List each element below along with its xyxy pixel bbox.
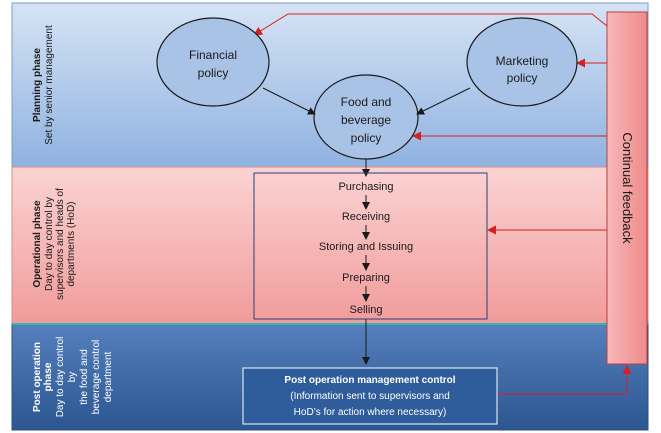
step-purchasing: Purchasing — [338, 181, 393, 193]
continual-feedback-label: Continual feedback — [620, 132, 635, 244]
operational-phase-title: Operational phase — [32, 200, 43, 288]
step-selling: Selling — [349, 304, 382, 316]
financial-policy-line2: policy — [198, 66, 229, 80]
financial-policy-line1: Financial — [189, 48, 237, 62]
marketing-policy-line2: policy — [507, 71, 538, 85]
feedback-arrow-financial — [253, 13, 608, 36]
post-box-line2: HoD’s for action where necessary) — [294, 407, 447, 418]
operational-phase-line1: Day to day control by — [44, 197, 55, 291]
post-box-line1: (Information sent to supervisors and — [290, 391, 450, 402]
step-storing-issuing: Storing and Issuing — [319, 241, 413, 253]
post-phase-line4: beverage control — [91, 340, 102, 415]
arrow-marketing-to-fnb — [416, 87, 471, 115]
post-phase-title2: phase — [43, 362, 54, 391]
fnb-policy-line2: beverage — [341, 113, 391, 127]
post-phase-line3: the food and — [79, 349, 90, 405]
post-phase-line2: by — [67, 372, 78, 383]
post-box-title: Post operation management control — [284, 375, 455, 386]
planning-phase-subtitle: Set by senior management — [44, 25, 55, 145]
continual-feedback-bar — [606, 11, 648, 365]
post-phase-title1: Post operation — [32, 342, 43, 412]
step-receiving: Receiving — [342, 211, 390, 223]
operational-steps-box — [253, 172, 488, 320]
planning-phase-title: Planning phase — [32, 48, 43, 122]
fnb-policy-line3: policy — [351, 131, 382, 145]
operational-band — [11, 166, 649, 325]
marketing-policy-line1: Marketing — [496, 54, 549, 68]
step-preparing: Preparing — [342, 272, 390, 284]
post-phase-line5: department — [103, 351, 114, 402]
post-operation-box — [242, 367, 498, 425]
post-phase-line1: Day to day control — [55, 337, 66, 418]
marketing-policy-node — [466, 17, 578, 107]
operational-phase-line2: supervisors and heads of — [55, 188, 66, 300]
financial-policy-node — [156, 17, 270, 107]
feedback-arrow-from-post — [497, 365, 632, 395]
fnb-policy-line1: Food and — [341, 95, 392, 109]
arrow-financial-to-fnb — [262, 87, 316, 115]
operational-phase-line3: departments (HoD) — [66, 201, 77, 286]
